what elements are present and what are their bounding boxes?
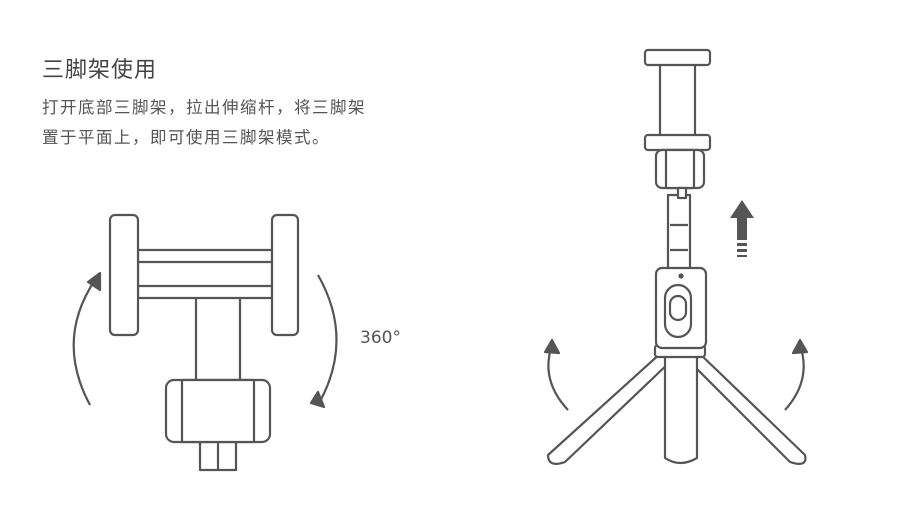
rotate-arrow-left-icon <box>72 279 96 406</box>
rotate-arrow-right-icon <box>317 274 338 406</box>
phone-holder-bottom <box>643 133 712 152</box>
rotation-label: 360° <box>360 328 401 348</box>
instruction-line-1: 打开底部三脚架，拉出伸缩杆，将三脚架 <box>42 98 366 117</box>
rotate-arrow-right-icon <box>784 344 805 411</box>
tripod-leg-center <box>663 350 699 465</box>
instruction-text: 打开底部三脚架，拉出伸缩杆，将三脚架 置于平面上，即可使用三脚架模式。 <box>42 93 366 153</box>
instruction-line-2: 置于平面上，即可使用三脚架模式。 <box>42 128 330 147</box>
tripod-leg-right <box>686 350 807 465</box>
phone-holder-top <box>643 48 712 67</box>
phone-holder-stem <box>658 60 697 140</box>
clamp-bar <box>136 248 274 300</box>
clamp-stem <box>194 288 242 387</box>
tripod-diagram <box>543 48 809 465</box>
section-title: 三脚架使用 <box>42 58 158 83</box>
clamp-jaw-left <box>108 213 140 337</box>
telescopic-rod <box>666 193 692 272</box>
clamp-jaw-right <box>270 213 300 337</box>
phone-clamp-rotation-diagram <box>72 213 338 472</box>
rotate-arrow-left-icon <box>547 344 569 411</box>
extend-arrow-up-icon <box>730 200 754 257</box>
tripod-leg-left <box>546 350 674 465</box>
